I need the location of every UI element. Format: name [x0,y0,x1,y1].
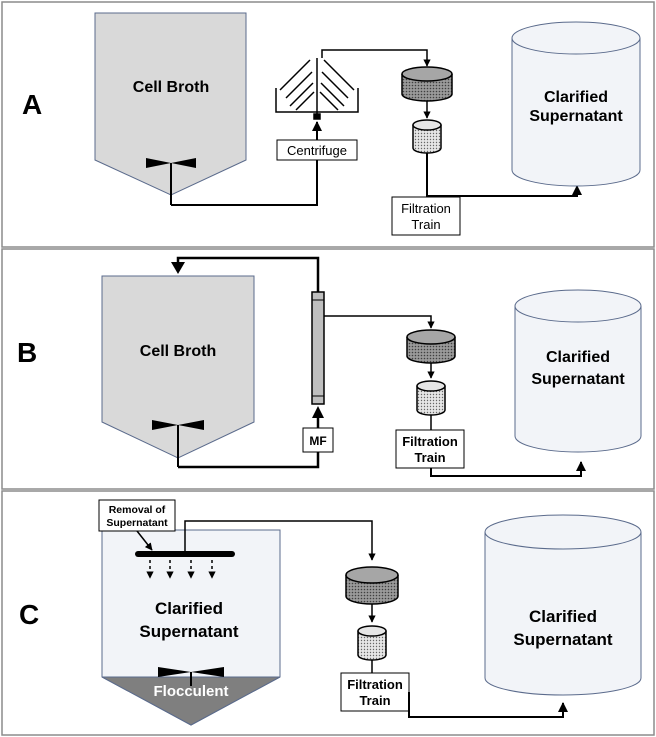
filtration-train-label-1: Filtration [347,677,403,692]
panel-c: C Flocculent Clarified Supernatant Remov… [1,490,655,736]
removal-pointer [136,530,153,551]
filtration-train-label-1: Filtration [401,201,451,216]
filter-depth-icon [406,329,456,364]
impeller-icon [146,158,196,205]
product-label-2: Supernatant [513,630,613,649]
centrifuge-label: Centrifuge [287,143,347,158]
product-label-2: Supernatant [531,371,625,388]
mf-label-box [302,427,334,453]
product-label-2: Supernatant [529,108,623,125]
clarified-supernatant-tank [511,21,641,187]
impeller-icon [152,420,204,467]
pipe-permeate-to-filter [324,315,435,329]
panel-a-letter: A [22,89,42,120]
arrow-into-tank [171,262,185,274]
centrifuge-icon [275,58,359,120]
filter-depth-icon [345,566,399,605]
removal-label-1: Removal of [109,504,166,516]
pipe-filter-to-product [430,461,586,477]
product-label-1: Clarified [529,607,597,626]
clarified-supernatant-tank [514,289,642,453]
microfilter-module-icon [311,291,325,405]
filter-membrane-icon [412,119,442,154]
pipe-centrifuge-to-filter [321,49,431,67]
mf-label: MF [309,434,326,448]
panel-b-letter: B [17,337,37,368]
panel-a: A Cell Broth Centrifuge [1,1,655,248]
pipe-filter-to-product [426,153,582,197]
filtration-train-label-2: Train [414,450,445,465]
filter-membrane-icon [357,625,387,661]
cell-broth-label: Cell Broth [133,79,209,96]
flocculent-label: Flocculent [153,683,228,700]
removal-label-2: Supernatant [106,517,168,529]
filter-depth-icon [401,66,453,102]
pipe-tank-to-mf [178,452,320,469]
cell-broth-tank [94,12,247,196]
cell-broth-tank [101,275,255,459]
tank-label-2: Supernatant [139,622,239,641]
panel-c-letter: C [19,599,39,630]
impeller-icon [158,667,224,686]
product-label-1: Clarified [546,349,610,366]
removal-label-box [98,499,176,532]
pipe-tank-to-centrifuge [171,160,318,206]
filtration-train-label-2: Train [411,217,440,232]
panel-b: B Cell Broth MF [1,248,655,490]
pipe-tank-to-filter [184,520,376,561]
clarified-supernatant-tank [484,514,642,696]
dashed-uptake-arrows [146,560,216,579]
cell-broth-label: Cell Broth [140,343,216,360]
pipe-filter-to-product [408,692,568,718]
filtration-train-box [391,196,461,236]
arrow-into-mf [312,406,324,418]
filtration-train-label-1: Filtration [402,434,458,449]
filter-membrane-icon [416,380,446,416]
tank-label-1: Clarified [155,599,223,618]
filtration-train-label-2: Train [359,693,390,708]
decanter-bar [135,551,235,557]
settling-tank [101,529,281,726]
product-label-1: Clarified [544,89,608,106]
